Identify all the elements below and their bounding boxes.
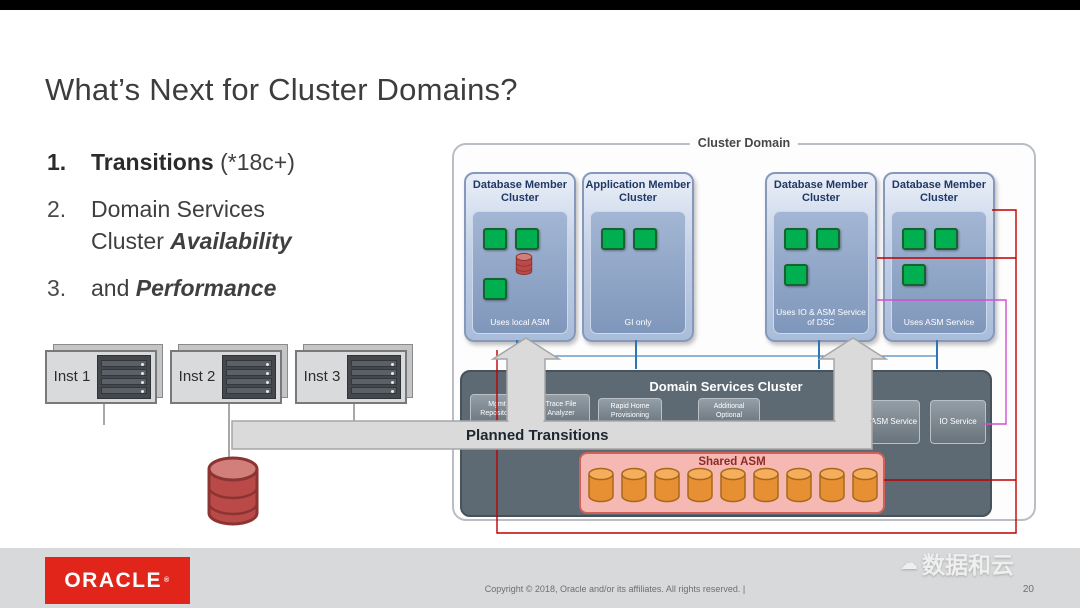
drive-slot-icon bbox=[226, 360, 272, 367]
cluster-node-icon bbox=[902, 264, 926, 286]
server-front: Inst 2 bbox=[170, 350, 282, 404]
asm-disk-group bbox=[585, 466, 883, 509]
service-asm: ASM Service bbox=[868, 400, 920, 444]
member-cluster-db-3: Database Member Cluster Uses ASM Service bbox=[883, 172, 995, 342]
service-mgmt-repository: Mgmt Repository bbox=[470, 394, 524, 426]
drive-slot-icon bbox=[101, 378, 147, 385]
shared-asm-box: Shared ASM bbox=[579, 452, 885, 514]
local-asm-db-icon bbox=[515, 250, 533, 283]
server-inst-3: Inst 3 bbox=[295, 344, 413, 404]
member-cluster-body: GI only bbox=[590, 211, 686, 334]
member-cluster-caption: GI only bbox=[624, 317, 652, 328]
copyright-text: Copyright © 2018, Oracle and/or its affi… bbox=[484, 584, 746, 594]
cluster-node-icon bbox=[515, 228, 539, 250]
member-cluster-title: Database Member Cluster bbox=[472, 179, 568, 205]
oracle-logo-text: ORACLE bbox=[64, 568, 162, 592]
server-label: Inst 2 bbox=[178, 368, 216, 386]
drive-slot-icon bbox=[101, 369, 147, 376]
drive-slot-icon bbox=[351, 360, 397, 367]
oracle-logo: ORACLE® bbox=[45, 557, 190, 604]
member-cluster-title: Application Member Cluster bbox=[585, 179, 691, 205]
server-drive-bays-icon bbox=[222, 355, 276, 399]
watermark: ☁ 数据和云 bbox=[900, 546, 1014, 580]
member-cluster-db-1: Database Member Cluster Uses local ASM bbox=[464, 172, 576, 342]
list-text: Transitions (*18c+) bbox=[91, 146, 295, 179]
list-number: 3. bbox=[47, 274, 67, 301]
list-item-availability: 2. Domain Services Cluster Availability bbox=[47, 193, 387, 258]
cluster-node-icon bbox=[483, 228, 507, 250]
server-inst-2: Inst 2 bbox=[170, 344, 288, 404]
cluster-node-icon bbox=[483, 278, 507, 300]
list-text: Domain Services Cluster Availability bbox=[91, 193, 303, 258]
cluster-domain-label: Cluster Domain bbox=[689, 136, 799, 150]
planned-transitions-label: Planned Transitions bbox=[466, 427, 609, 444]
list-text-normal: and bbox=[91, 274, 136, 301]
cluster-domain-panel: Cluster Domain Database Member Cluster U… bbox=[452, 136, 1036, 521]
member-cluster-body: Uses local ASM bbox=[472, 211, 568, 334]
server-connector-lines bbox=[103, 404, 355, 458]
list-text-bold: Transitions bbox=[91, 149, 214, 175]
list-text-normal: (*18c+) bbox=[213, 149, 295, 175]
server-drive-bays-icon bbox=[97, 355, 151, 399]
server-label: Inst 3 bbox=[303, 368, 341, 386]
cluster-node-icon bbox=[816, 228, 840, 250]
server-inst-1: Inst 1 bbox=[45, 344, 163, 404]
letterbox-top bbox=[0, 0, 1080, 10]
list-item-transitions: 1. Transitions (*18c+) bbox=[47, 146, 387, 179]
member-cluster-caption: Uses local ASM bbox=[490, 317, 550, 328]
server-drive-bays-icon bbox=[347, 355, 401, 399]
bullet-list: 1. Transitions (*18c+) 2. Domain Service… bbox=[47, 146, 387, 319]
asm-disks-icon bbox=[588, 467, 878, 503]
drive-slot-icon bbox=[226, 369, 272, 376]
cluster-node-icon bbox=[784, 228, 808, 250]
service-trace-file-analyzer: Trace File Analyzer bbox=[532, 394, 590, 426]
cluster-node-icon bbox=[601, 228, 625, 250]
server-front: Inst 1 bbox=[45, 350, 157, 404]
drive-slot-icon bbox=[351, 378, 397, 385]
drive-slot-icon bbox=[226, 378, 272, 385]
service-io: IO Service bbox=[930, 400, 986, 444]
member-cluster-caption: Uses ASM Service bbox=[903, 317, 975, 328]
drive-slot-icon bbox=[226, 387, 272, 394]
dsc-title: Domain Services Cluster bbox=[649, 379, 803, 394]
slide-title: What’s Next for Cluster Domains? bbox=[45, 72, 518, 107]
server-front: Inst 3 bbox=[295, 350, 407, 404]
list-text-emphasis: Performance bbox=[135, 274, 277, 301]
cloud-icon: ☁ bbox=[900, 552, 918, 574]
member-cluster-body: Uses ASM Service bbox=[891, 211, 987, 334]
watermark-text: 数据和云 bbox=[922, 553, 1014, 579]
registered-mark: ® bbox=[164, 577, 171, 584]
drive-slot-icon bbox=[101, 387, 147, 394]
list-number: 1. bbox=[47, 149, 67, 175]
list-number: 2. bbox=[47, 195, 67, 222]
cluster-node-icon bbox=[633, 228, 657, 250]
server-label: Inst 1 bbox=[53, 368, 91, 386]
cluster-node-icon bbox=[902, 228, 926, 250]
list-item-performance: 3. and Performance bbox=[47, 272, 387, 305]
service-additional-optional: Additional Optional bbox=[698, 398, 760, 426]
list-text-emphasis: Availability bbox=[170, 228, 292, 255]
list-text: and Performance bbox=[91, 272, 276, 305]
drive-slot-icon bbox=[101, 360, 147, 367]
drive-slot-icon bbox=[351, 387, 397, 394]
drive-slot-icon bbox=[351, 369, 397, 376]
page-number: 20 bbox=[1022, 584, 1034, 595]
cluster-node-icon bbox=[784, 264, 808, 286]
member-cluster-body: Uses IO & ASM Service of DSC bbox=[773, 211, 869, 334]
service-rapid-home-provisioning: Rapid Home Provisioning bbox=[598, 398, 662, 426]
source-database-icon bbox=[205, 455, 261, 532]
member-cluster-app: Application Member Cluster GI only bbox=[582, 172, 694, 342]
member-cluster-title: Database Member Cluster bbox=[773, 179, 869, 205]
member-cluster-title: Database Member Cluster bbox=[891, 179, 987, 205]
list-text-normal: Domain Services Cluster bbox=[91, 195, 265, 255]
member-cluster-db-2: Database Member Cluster Uses IO & ASM Se… bbox=[765, 172, 877, 342]
member-cluster-caption: Uses IO & ASM Service of DSC bbox=[776, 306, 866, 328]
cluster-node-icon bbox=[934, 228, 958, 250]
